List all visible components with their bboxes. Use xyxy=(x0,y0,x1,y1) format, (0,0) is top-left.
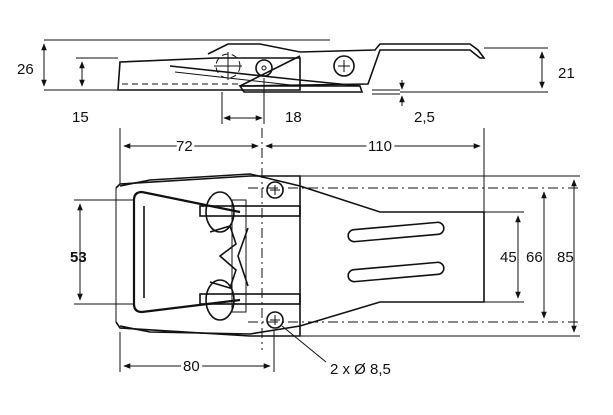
dim-80: 80 xyxy=(183,358,200,375)
dim-85: 85 xyxy=(557,249,574,266)
dim-45: 45 xyxy=(500,249,517,266)
top-view xyxy=(115,173,485,337)
dim-2-5: 2,5 xyxy=(414,109,435,126)
dim-18: 18 xyxy=(285,109,302,126)
centerlines xyxy=(248,128,580,350)
dim-72: 72 xyxy=(176,138,193,155)
hole-callout: 2 x Ø 8,5 xyxy=(330,361,391,378)
dim-53: 53 xyxy=(70,249,87,266)
dim-21: 21 xyxy=(558,65,575,82)
dimension-labels: 26 15 18 2,5 21 72 110 53 45 66 85 80 2 … xyxy=(17,61,575,378)
dim-15: 15 xyxy=(72,109,89,126)
dim-110: 110 xyxy=(368,138,392,155)
top-view-dimensions xyxy=(74,128,580,372)
dim-66: 66 xyxy=(526,249,543,266)
side-view xyxy=(117,43,486,95)
dim-26: 26 xyxy=(17,61,34,78)
side-view-dimensions xyxy=(41,39,548,124)
